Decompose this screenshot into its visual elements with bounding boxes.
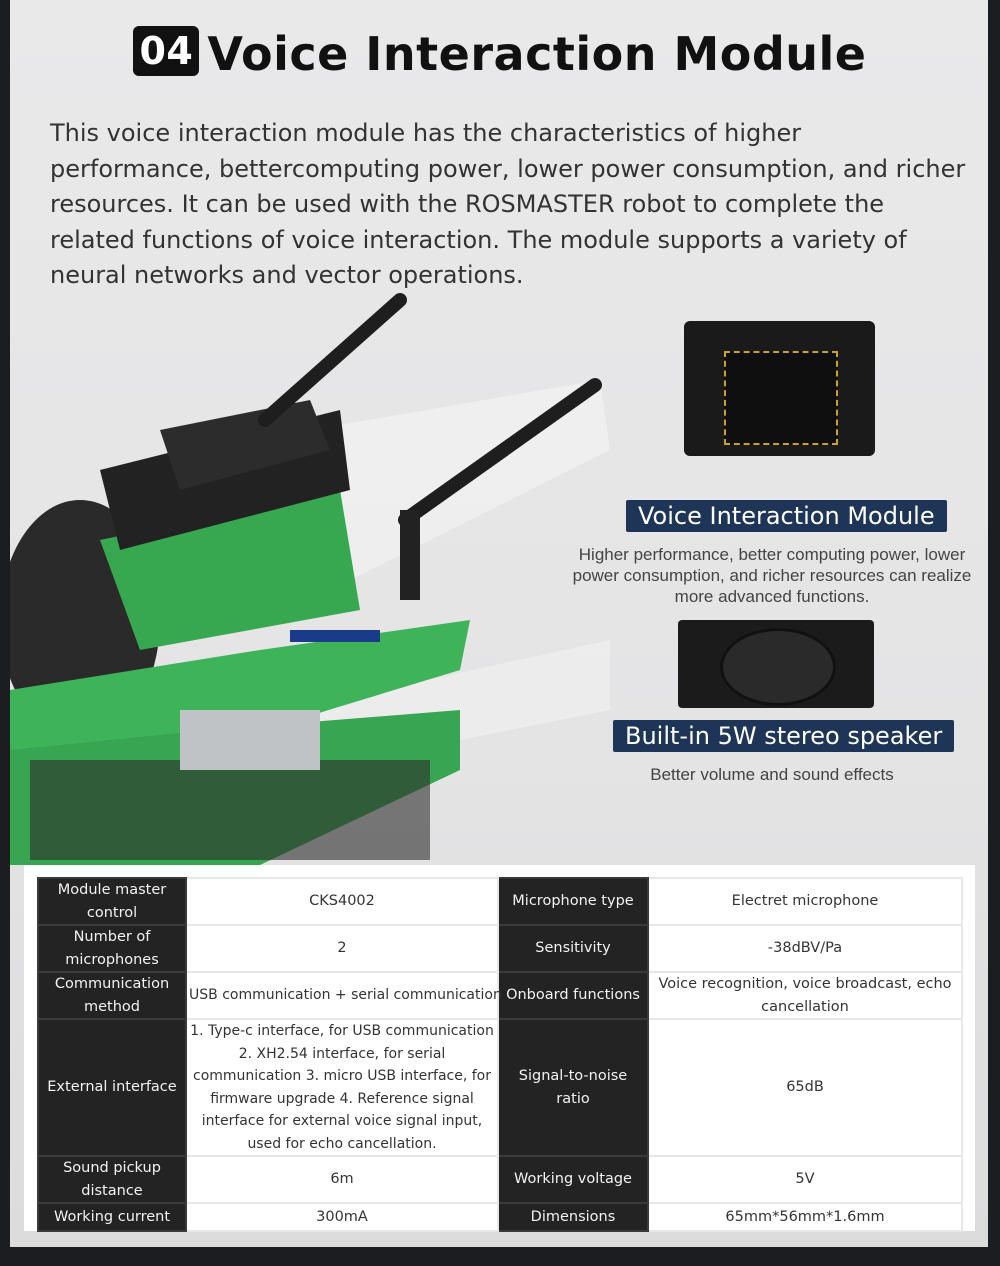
spec-value: Electret microphone [647, 877, 963, 926]
spec-label: Onboard functions [497, 971, 649, 1020]
intro-text: This voice interaction module has the ch… [50, 119, 966, 289]
spec-label: Dimensions [497, 1202, 649, 1232]
spec-value: USB communication + serial communication [185, 971, 502, 1020]
robot-image [10, 293, 610, 865]
spec-value: 300mA [185, 1202, 499, 1232]
voice-module-board-image [684, 321, 875, 456]
spec-value: 65dB [647, 1018, 963, 1157]
spec-label: External interface [37, 1018, 187, 1157]
spec-value: 5V [647, 1155, 963, 1204]
feature-description-voice-module: Higher performance, better computing pow… [572, 545, 972, 606]
spec-label: Microphone type [497, 877, 649, 926]
title-text: Voice Interaction Module [207, 27, 867, 81]
spec-label: Working voltage [497, 1155, 649, 1204]
spec-value: 6m [185, 1155, 499, 1204]
spec-value: Voice recognition, voice broadcast, echo… [647, 971, 963, 1020]
feature-badge-speaker: Built-in 5W stereo speaker [613, 720, 955, 752]
spec-label: Module master control [37, 877, 187, 926]
feature-badge-voice-module: Voice Interaction Module [626, 500, 947, 532]
section-number: 04 [133, 26, 200, 76]
spec-value: -38dBV/Pa [647, 924, 963, 973]
speaker-image [678, 620, 874, 708]
spec-value: CKS4002 [185, 877, 499, 926]
spec-label: Sound pickup distance [37, 1155, 187, 1204]
spec-label: Number of microphones [37, 924, 187, 973]
spec-value: 2 [185, 924, 499, 973]
spec-label: Communication method [37, 971, 187, 1020]
spec-label: Working current [37, 1202, 187, 1232]
spec-value: 1. Type-c interface, for USB communicati… [185, 1018, 499, 1157]
spec-label: Sensitivity [497, 924, 649, 973]
spec-label: Signal-to-noise ratio [497, 1018, 649, 1157]
spec-value: 65mm*56mm*1.6mm [647, 1202, 963, 1232]
feature-description-speaker: Better volume and sound effects [650, 765, 894, 784]
